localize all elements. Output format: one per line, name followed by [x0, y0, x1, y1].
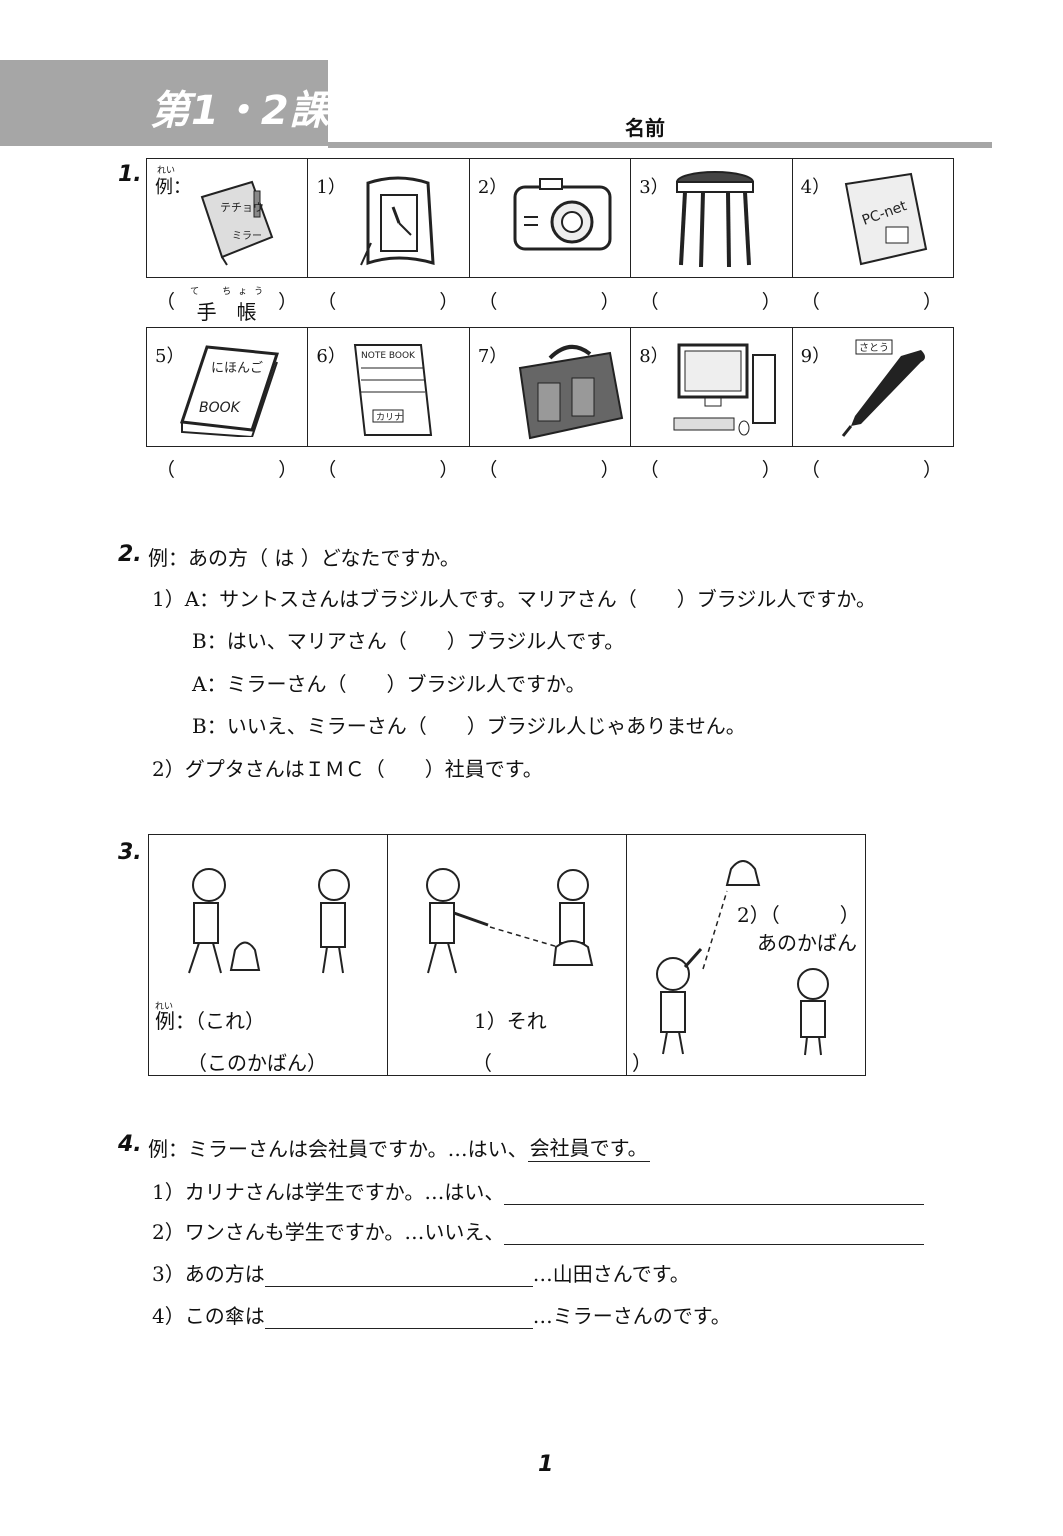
header-rule [328, 142, 992, 148]
q2-example: 例：あの方（ は ）どなたですか。 [148, 546, 460, 570]
header-band [0, 60, 328, 146]
q3-cell-1: 1）それ （ ） [388, 835, 652, 1075]
umbrella-icon: さとう [841, 339, 925, 437]
lesson-title: 第1・2課 [150, 88, 331, 134]
q4-line-2-question: 2）ワンさんも学生ですか。…いいえ、 [152, 1220, 505, 1244]
cell-label: 4） [800, 177, 831, 198]
q4-example: 例：ミラーさんは会社員ですか。…はい、会社員です。 [148, 1132, 650, 1162]
q3-q2-answer: あのかばん [757, 931, 857, 955]
answer-blank[interactable]: （） [800, 459, 943, 481]
stool-icon [676, 171, 755, 268]
q3-example-label: 例：（これ） [155, 1009, 265, 1033]
q3-example-answer: （このかばん） [187, 1051, 327, 1075]
q4-line-3: 3）あの方は …山田さんです。 [152, 1258, 690, 1287]
book-icon: にほんご BOOK [179, 345, 280, 437]
q3-q2-label[interactable]: 2）（ ） [737, 903, 860, 927]
example-answer: 手 帳て ちょう [186, 287, 267, 324]
cell-label: 8） [639, 346, 669, 367]
q2-line-1: 1）A：サントスさんはブラジル人です。マリアさん（ ）ブラジル人ですか。 [152, 587, 876, 611]
q4-line-3-answer: …山田さんです。 [532, 1262, 690, 1286]
people-that-bag-illustration [426, 868, 594, 974]
question-3-number: 3. [118, 840, 142, 865]
q2-line-4: B：いいえ、ミラーさん（ ）ブラジル人じゃありません。 [192, 714, 746, 738]
q1-answer-row-1: （ 手 帳て ちょう ） （） （） （） （） [146, 287, 952, 325]
q3-cell-2: 2）（ ） あのかばん [627, 835, 865, 1075]
q2-line-5: 2）グプタさんはＩＭＣ（ ）社員です。 [152, 757, 543, 781]
camera-icon [513, 178, 612, 251]
q4-line-1-question: 1）カリナさんは学生ですか。…はい、 [152, 1180, 505, 1204]
question-4-number: 4. [118, 1132, 142, 1157]
q1-cell-1: 1） [308, 159, 470, 277]
q1-picture-row-2: 5） にほんご BOOK 6） NOTE BOOK カリナ 7） 8） [146, 327, 954, 447]
q1-cell-5: 5） にほんご BOOK [147, 328, 309, 446]
name-label: 名前 [625, 116, 665, 140]
q4-line-3-question: 3）あの方は [152, 1262, 265, 1286]
bag-icon [518, 345, 623, 440]
computer-icon [673, 343, 777, 436]
cell-label: 7） [477, 346, 508, 367]
cell-label: 2） [477, 177, 508, 198]
svg-text:カリナ: カリナ [376, 412, 403, 423]
people-this-bag-illustration [188, 868, 350, 974]
q4-line-4-answer: …ミラーさんのです。 [532, 1304, 731, 1328]
q1-cell-3: 3） [631, 159, 793, 277]
q1-cell-6: 6） NOTE BOOK カリナ [308, 328, 470, 446]
q3-picture-grid: れい 例：（これ） （このかばん） 1）それ （ ） [148, 834, 866, 1076]
svg-text:テチョウ: テチョウ [220, 201, 264, 214]
q3-q1-label: 1）それ [474, 1009, 547, 1033]
people-that-bag-over-there-illustration [656, 860, 829, 1056]
q4-line-4-question: 4）この傘は [152, 1304, 265, 1328]
magazine-icon: PC-net [844, 172, 927, 266]
q4-answer-line-3[interactable] [264, 1266, 533, 1287]
cell-label: 6） [316, 346, 346, 367]
q4-example-answer: 会社員です。 [527, 1132, 650, 1162]
q4-example-question: 例：ミラーさんは会社員ですか。…はい、 [148, 1137, 528, 1161]
q4-answer-line-4[interactable] [264, 1308, 533, 1329]
diary-icon: テチョウ ミラー [200, 180, 274, 266]
answer-blank-example: （ 手 帳て ちょう ） [156, 287, 298, 324]
answer-blank[interactable]: （） [156, 459, 298, 481]
q4-line-4: 4）この傘は …ミラーさんのです。 [152, 1300, 731, 1329]
q1-cell-8: 8） [631, 328, 793, 446]
answer-blank[interactable]: （） [639, 459, 781, 481]
svg-text:NOTE BOOK: NOTE BOOK [361, 351, 416, 361]
question-1-number: 1. [118, 162, 142, 187]
q2-line-3: A：ミラーさん（ ）ブラジル人ですか。 [192, 672, 586, 696]
q2-line-2: B：はい、マリアさん（ ）ブラジル人です。 [192, 629, 625, 653]
answer-blank[interactable]: （） [478, 459, 620, 481]
answer-blank[interactable]: （） [317, 459, 459, 481]
answer-blank[interactable]: （） [800, 291, 943, 313]
q1-answer-row-2: （） （） （） （） （） [146, 455, 952, 482]
svg-text:ミラー: ミラー [232, 230, 262, 242]
q1-cell-7: 7） [470, 328, 632, 446]
answer-blank[interactable]: （） [639, 291, 781, 313]
svg-text:BOOK: BOOK [199, 400, 242, 416]
cell-label: 5） [155, 346, 185, 367]
q1-cell-example: れい 例： テチョウ ミラー [147, 159, 309, 277]
q4-line-2: 2）ワンさんも学生ですか。…いいえ、 [152, 1216, 925, 1245]
svg-text:さとう: さとう [859, 342, 889, 354]
answer-blank[interactable]: （） [317, 291, 459, 313]
q3-cell-example: れい 例：（これ） （このかばん） [149, 835, 388, 1075]
q1-picture-row-1: れい 例： テチョウ ミラー 1） 2） 3） [146, 158, 954, 278]
cell-label: 9） [800, 346, 831, 367]
q1-cell-2: 2） [470, 159, 632, 277]
q4-line-1: 1）カリナさんは学生ですか。…はい、 [152, 1176, 925, 1205]
cell-label: 1） [316, 177, 346, 198]
cell-label: 例： [155, 177, 191, 198]
svg-text:にほんご: にほんご [211, 360, 263, 376]
page-number: 1 [538, 1452, 554, 1477]
clock-icon [360, 176, 436, 266]
notebook-icon: NOTE BOOK カリナ [354, 344, 433, 436]
furigana: れい [155, 1002, 174, 1012]
answer-blank[interactable]: （） [478, 291, 620, 313]
cell-label: 3） [639, 177, 669, 198]
q1-cell-4: 4） PC-net [793, 159, 953, 277]
q3-q1-answer-blank[interactable]: （ ） [472, 1051, 652, 1075]
question-2-number: 2. [118, 542, 142, 567]
q1-cell-9: 9） さとう [793, 328, 953, 446]
q4-answer-line-1[interactable] [504, 1184, 925, 1205]
furigana: れい [157, 166, 176, 176]
q4-answer-line-2[interactable] [504, 1224, 925, 1245]
